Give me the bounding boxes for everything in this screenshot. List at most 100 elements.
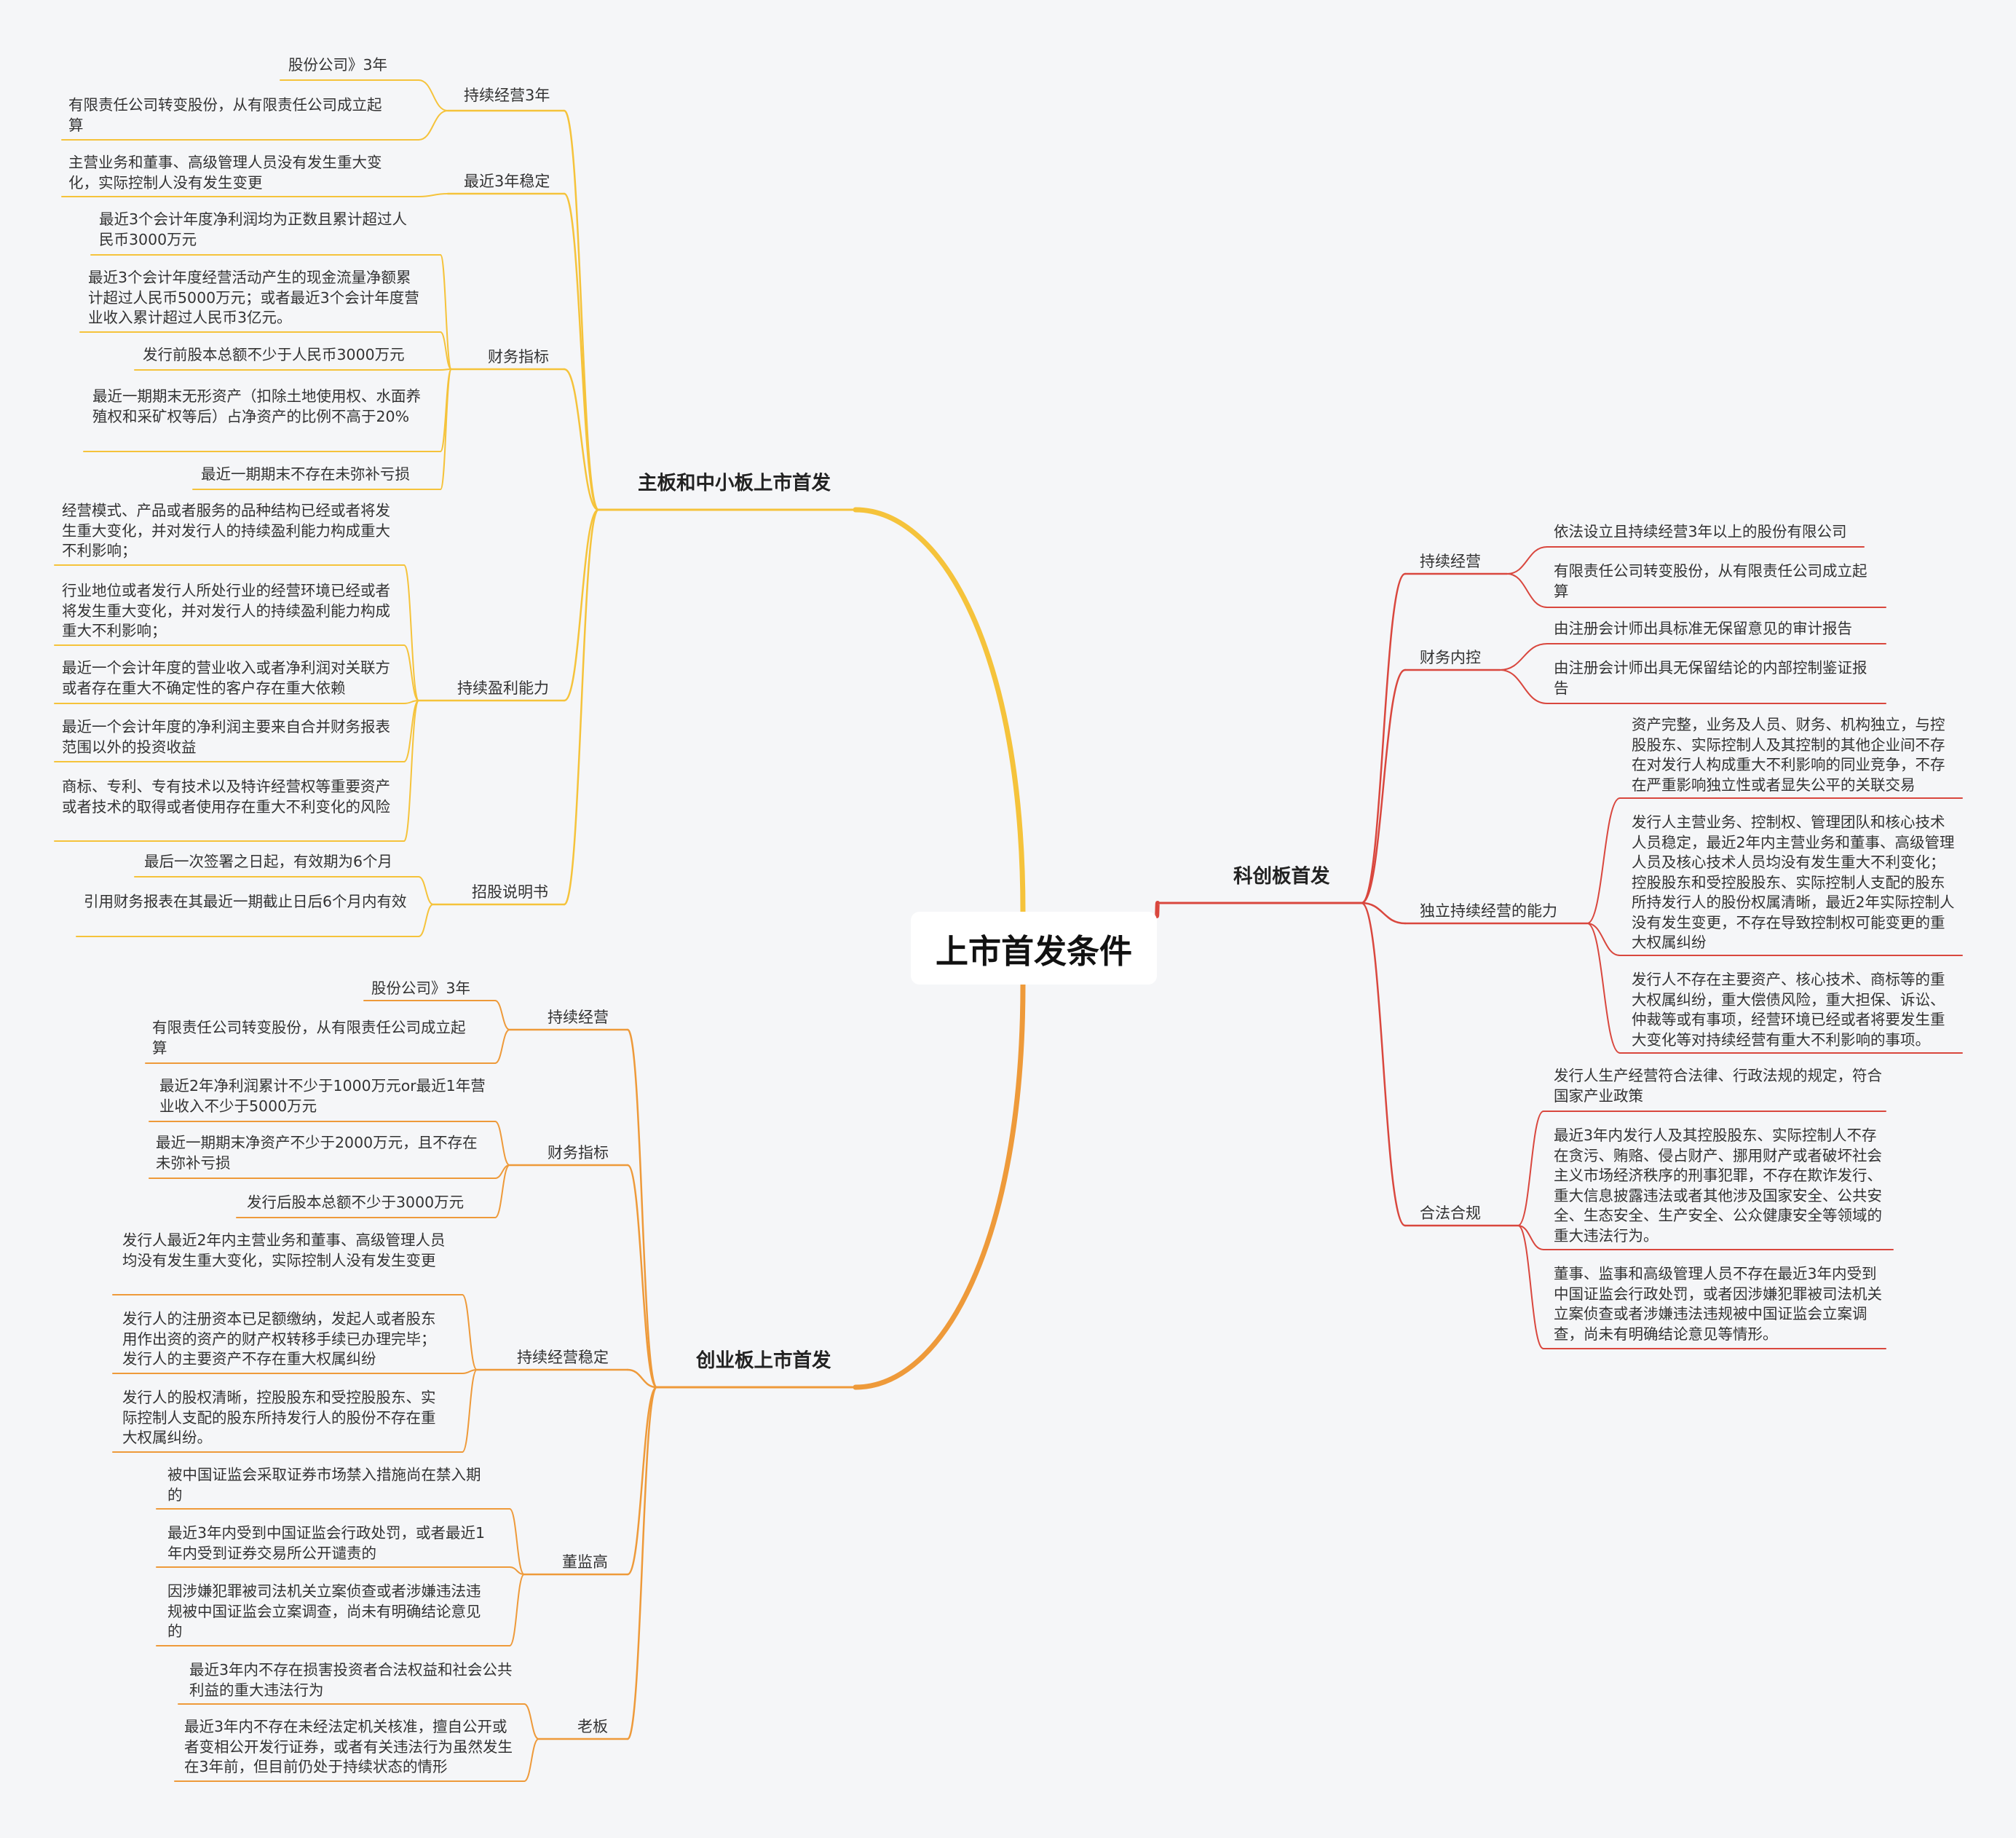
branch-chinext-topic-0-item-0[interactable]: 股份公司》3年 [371,979,471,997]
branch-chinext-topic-4-item-0-connector [523,1703,539,1740]
branch-chinext-topic-1-item-2[interactable]: 发行后股本总额不少于3000万元 [247,1194,465,1211]
branch-main-board-topic-2-item-4[interactable]: 最近一期期末不存在未弥补亏损 [201,465,410,483]
branch-chinext-label[interactable]: 创业板上市首发 [696,1349,831,1372]
branch-star-market-topic-2-item-1[interactable]: 发行人主营业务、控制权、管理团队和核心技术人员稳定，最近2年内主营业务和董事、高… [1632,813,1955,951]
branch-main-board-topic-3-label[interactable]: 持续盈利能力 [457,679,549,697]
branch-chinext-topic-0-item-1[interactable]: 有限责任公司转变股份，从有限责任公司成立起算 [152,1019,466,1057]
branch-star-market-topic-1-item-0[interactable]: 由注册会计师出具标准无保留意见的审计报告 [1554,620,1852,637]
branch-main-board-label[interactable]: 主板和中小板上市首发 [638,472,831,494]
branch-main-board-topic-3-item-1-connector [403,644,419,701]
branch-star-market-topic-3-label[interactable]: 合法合规 [1420,1204,1481,1222]
branch-main-board-topic-0-item-0[interactable]: 股份公司》3年 [288,56,388,74]
branch-main-board-topic-1-label[interactable]: 最近3年稳定 [464,173,550,190]
branch-chinext-topic-2-item-0[interactable]: 发行人最近2年内主营业务和董事、高级管理人员均没有发生重大变化，实际控制人没有发… [122,1231,446,1269]
branch-chinext-topic-4-item-1-connector [523,1738,539,1782]
branch-star-market-topic-1-item-0-connector [1499,643,1548,671]
branch-main-board-topic-2-item-1-connector [440,331,452,370]
branch-star-market-topic-2-item-0-connector [1586,797,1621,924]
branch-main-board-topic-4-label[interactable]: 招股说明书 [472,883,548,901]
branch-chinext-topic-2-label[interactable]: 持续经营稳定 [517,1349,609,1366]
branch-main-board-topic-1-item-0-connector [418,193,448,197]
branch-chinext-topic-2-item-0-connector [462,1294,478,1370]
branch-chinext-topic-3-item-2[interactable]: 因涉嫌犯罪被司法机关立案侦查或者涉嫌违法违规被中国证监会立案调查，尚未有明确结论… [167,1582,481,1640]
branch-star-market-topic-0-item-0[interactable]: 依法设立且持续经营3年以上的股份有限公司 [1554,523,1847,540]
branch-main-board-topic-3-item-3-connector [403,700,419,762]
branch-chinext-connector [853,982,1026,1390]
branch-main-board-topic-3-connector [563,508,600,702]
branch-main-board-topic-3-item-0[interactable]: 经营模式、产品或者服务的品种结构已经或者将发生重大变化，并对发行人的持续盈利能力… [62,502,390,559]
branch-main-board-topic-3-item-2[interactable]: 最近一个会计年度的营业收入或者净利润对关联方或者存在重大不确定性的客户存在重大依… [62,659,390,697]
branch-chinext-topic-0-item-0-connector [494,1000,510,1030]
branch-main-board-topic-4-item-1[interactable]: 引用财务报表在其最近一期截止日后6个月内有效 [84,893,407,910]
root-topic[interactable]: 上市首发条件 [911,912,1157,985]
branch-chinext-topic-0-connector [626,1028,658,1389]
branch-main-board-topic-2-item-0[interactable]: 最近3个会计年度净利润均为正数且累计超过人民币3000万元 [99,210,408,248]
branch-main-board-topic-0-item-0-connector [418,79,448,111]
branch-star-market-connector [1155,901,1160,918]
branch-chinext-topic-3-item-0[interactable]: 被中国证监会采取证券市场禁入措施尚在禁入期的 [167,1466,481,1504]
branch-chinext-topic-1-item-0-connector [494,1121,510,1166]
branch-star-market-topic-3-item-2[interactable]: 董事、监事和高级管理人员不存在最近3年内受到中国证监会行政处罚，或者因涉嫌犯罪被… [1554,1265,1882,1343]
branch-chinext-topic-3-item-1[interactable]: 最近3年内受到中国证监会行政处罚，或者最近1年内受到证券交易所公开谴责的 [167,1524,486,1562]
branch-star-market-topic-3-connector [1360,902,1407,1227]
branch-star-market-topic-0-item-1-connector [1506,573,1548,608]
branch-chinext-topic-2-item-1-connector [462,1369,478,1374]
branch-main-board-topic-0-label[interactable]: 持续经营3年 [464,87,550,104]
branch-main-board-topic-0-item-1[interactable]: 有限责任公司转变股份，从有限责任公司成立起算 [68,96,382,134]
branch-main-board-topic-0-connector [563,109,600,511]
branch-main-board-topic-3-item-1[interactable]: 行业地位或者发行人所处行业的经营环境已经或者将发生重大变化，并对发行人的持续盈利… [62,582,390,639]
branch-main-board-topic-3-item-0-connector [403,564,419,701]
branch-star-market-topic-0-connector [1360,572,1407,904]
branch-chinext-topic-2-item-2[interactable]: 发行人的股权清晰，控股股东和受控股股东、实际控制人支配的股东所持发行人的股份不存… [122,1389,436,1446]
branch-chinext-topic-3-item-0-connector [509,1508,525,1575]
branch-star-market-topic-2-label[interactable]: 独立持续经营的能力 [1420,902,1557,920]
branch-main-board-topic-3-item-4[interactable]: 商标、专利、专有技术以及特许经营权等重要资产或者技术的取得或者使用存在重大不利变… [62,778,390,816]
branch-main-board-topic-0-item-1-connector [418,110,448,141]
branch-chinext-topic-1-connector [626,1164,658,1389]
branch-main-board-topic-1-connector [563,192,600,511]
branch-chinext-topic-1-label[interactable]: 财务指标 [548,1144,609,1161]
branch-chinext-topic-3-item-1-connector [509,1566,525,1575]
branch-star-market-topic-1-item-1[interactable]: 由注册会计师出具无保留结论的内部控制鉴证报告 [1554,659,1867,697]
branch-chinext-topic-3-item-2-connector [509,1574,525,1646]
branch-chinext-topic-3-label[interactable]: 董监高 [562,1553,608,1571]
branch-chinext-topic-2-item-1[interactable]: 发行人的注册资本已足额缴纳，发起人或者股东用作出资的资产的财产权转移手续已办理完… [122,1310,436,1368]
branch-main-board-topic-2-label[interactable]: 财务指标 [488,348,549,366]
branch-chinext-topic-4-item-1[interactable]: 最近3年内不存在未经法定机关核准，擅自公开或者变相公开发行证券，或者有关违法行为… [184,1718,513,1775]
branch-chinext-topic-4-item-0[interactable]: 最近3年内不存在损害投资者合法权益和社会公共利益的重大违法行为 [189,1661,513,1699]
branch-star-market-topic-2-item-2[interactable]: 发行人不存在主要资产、核心技术、商标等的重大权属纠纷，重大偿债风险，重大担保、诉… [1632,971,1945,1049]
branch-chinext-topic-1-item-0[interactable]: 最近2年净利润累计不少于1000万元or最近1年营业收入不少于5000万元 [159,1077,486,1115]
branch-star-market-topic-0-item-0-connector [1506,546,1548,575]
branch-star-market-topic-1-connector [1360,668,1407,904]
branch-chinext-topic-1-item-1[interactable]: 最近一期期末净资产不少于2000万元，且不存在未弥补亏损 [156,1134,478,1172]
branch-chinext-topic-4-label[interactable]: 老板 [577,1718,608,1735]
branch-main-board-topic-2-item-2[interactable]: 发行前股本总额不少于人民币3000万元 [143,346,405,363]
branch-star-market-topic-2-item-0[interactable]: 资产完整，业务及人员、财务、机构独立，与控股股东、实际控制人及其控制的其他企业间… [1632,716,1945,794]
branch-chinext-topic-1-item-2-connector [494,1164,510,1218]
branch-main-board-topic-1-item-0[interactable]: 主营业务和董事、高级管理人员没有发生重大变化，实际控制人没有发生变更 [68,154,382,192]
branch-chinext-topic-3-connector [626,1386,658,1576]
branch-chinext-topic-4-connector [626,1386,658,1740]
branch-chinext-topic-0-item-1-connector [494,1029,510,1064]
branch-star-market-label[interactable]: 科创板首发 [1233,865,1330,888]
branch-main-board-topic-2-item-4-connector [440,368,452,490]
branch-star-market-topic-3-item-1[interactable]: 最近3年内发行人及其控股股东、实际控制人不存在贪污、贿赂、侵占财产、挪用财产或者… [1554,1127,1882,1245]
branch-chinext-topic-2-connector [626,1368,658,1389]
branch-star-market-topic-3-item-0[interactable]: 发行人生产经营符合法律、行政法规的规定，符合国家产业政策 [1554,1067,1882,1105]
branch-main-board-topic-4-item-1-connector [418,904,434,937]
branch-star-market-topic-1-label[interactable]: 财务内控 [1420,649,1481,666]
branch-main-board-topic-4-item-0[interactable]: 最后一次签署之日起，有效期为6个月 [144,853,393,870]
branch-star-market-topic-2-connector [1360,902,1407,925]
branch-main-board-topic-2-connector [563,368,600,511]
branch-star-market-topic-0-item-1[interactable]: 有限责任公司转变股份，从有限责任公司成立起算 [1554,562,1867,600]
branch-star-market-topic-0-label[interactable]: 持续经营 [1420,553,1481,570]
branch-chinext-topic-0-label[interactable]: 持续经营 [548,1009,609,1026]
branch-main-board-topic-4-item-0-connector [418,876,434,905]
branch-main-board-topic-2-item-1[interactable]: 最近3个会计年度经营活动产生的现金流量净额累计超过人民币5000万元；或者最近3… [88,269,419,326]
branch-main-board-topic-2-item-3[interactable]: 最近一期期末无形资产（扣除土地使用权、水面养殖权和采矿权等后）占净资产的比例不高… [92,387,421,425]
branch-main-board-topic-3-item-3[interactable]: 最近一个会计年度的净利润主要来自合并财务报表范围以外的投资收益 [62,718,390,756]
branch-star-market-topic-2-item-2-connector [1586,923,1621,1054]
branch-star-market-topic-3-item-0-connector [1517,1111,1544,1226]
